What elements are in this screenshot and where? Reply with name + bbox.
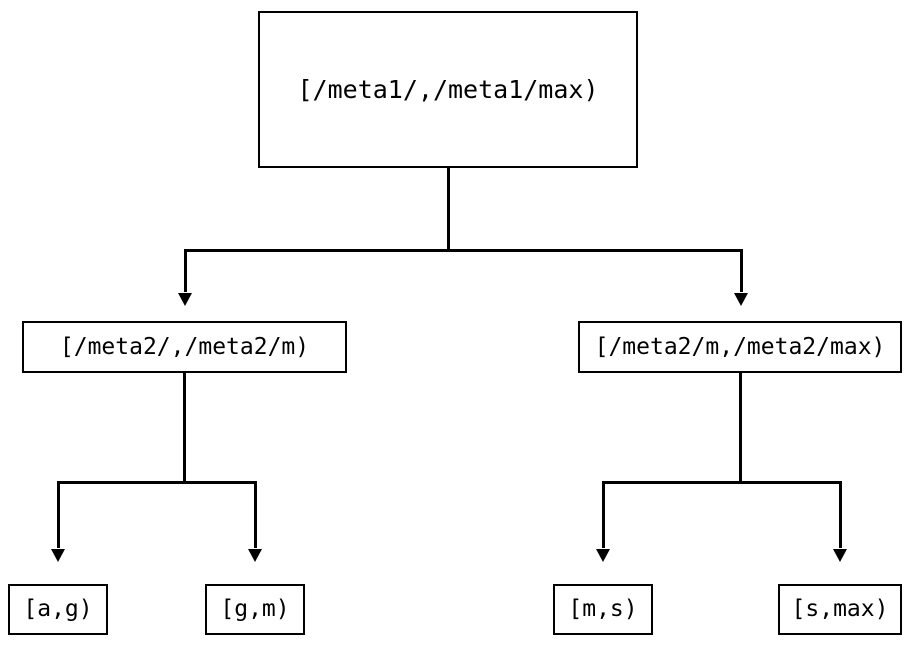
arrowhead-root-to-meta2-high	[734, 293, 748, 306]
edge-meta2-high-to-leaf-ms-drop	[602, 481, 605, 548]
edge-meta2-low-stem	[183, 373, 186, 483]
node-leaf-gm-label: [g,m)	[220, 596, 290, 622]
edge-root-stem	[447, 168, 450, 251]
node-root[interactable]: [/meta1/,/meta1/max)	[258, 11, 638, 168]
node-leaf-ag[interactable]: [a,g)	[8, 584, 108, 635]
node-meta2-low-label: [/meta2/,/meta2/m)	[59, 333, 310, 360]
node-leaf-gm[interactable]: [g,m)	[205, 584, 305, 635]
node-leaf-smax-label: [s,max)	[791, 596, 889, 622]
arrowhead-root-to-meta2-low	[178, 293, 192, 306]
edge-meta2-high-to-leaf-smax-drop	[839, 481, 842, 548]
arrowhead-meta2-high-to-leaf-smax	[833, 549, 847, 562]
edge-meta2-low-to-leaf-ag-drop	[57, 481, 60, 548]
edge-meta2-high-bus	[602, 481, 842, 484]
edge-meta2-high-stem	[739, 373, 742, 483]
arrowhead-meta2-high-to-leaf-ms	[596, 549, 610, 562]
node-leaf-ms-label: [m,s)	[568, 596, 638, 622]
edge-meta2-low-bus	[57, 481, 257, 484]
arrowhead-meta2-low-to-leaf-gm	[248, 549, 262, 562]
node-leaf-ag-label: [a,g)	[23, 596, 93, 622]
edge-meta2-low-to-leaf-gm-drop	[254, 481, 257, 548]
node-meta2-low[interactable]: [/meta2/,/meta2/m)	[22, 321, 347, 373]
node-leaf-ms[interactable]: [m,s)	[553, 584, 653, 635]
arrowhead-meta2-low-to-leaf-ag	[51, 549, 65, 562]
node-root-label: [/meta1/,/meta1/max)	[297, 75, 599, 104]
edge-root-bus	[184, 249, 743, 252]
edge-root-to-meta2-low-drop	[184, 249, 187, 292]
node-leaf-smax[interactable]: [s,max)	[778, 584, 902, 635]
edge-root-to-meta2-high-drop	[740, 249, 743, 292]
node-meta2-high[interactable]: [/meta2/m,/meta2/max)	[578, 321, 902, 373]
node-meta2-high-label: [/meta2/m,/meta2/max)	[594, 333, 886, 360]
